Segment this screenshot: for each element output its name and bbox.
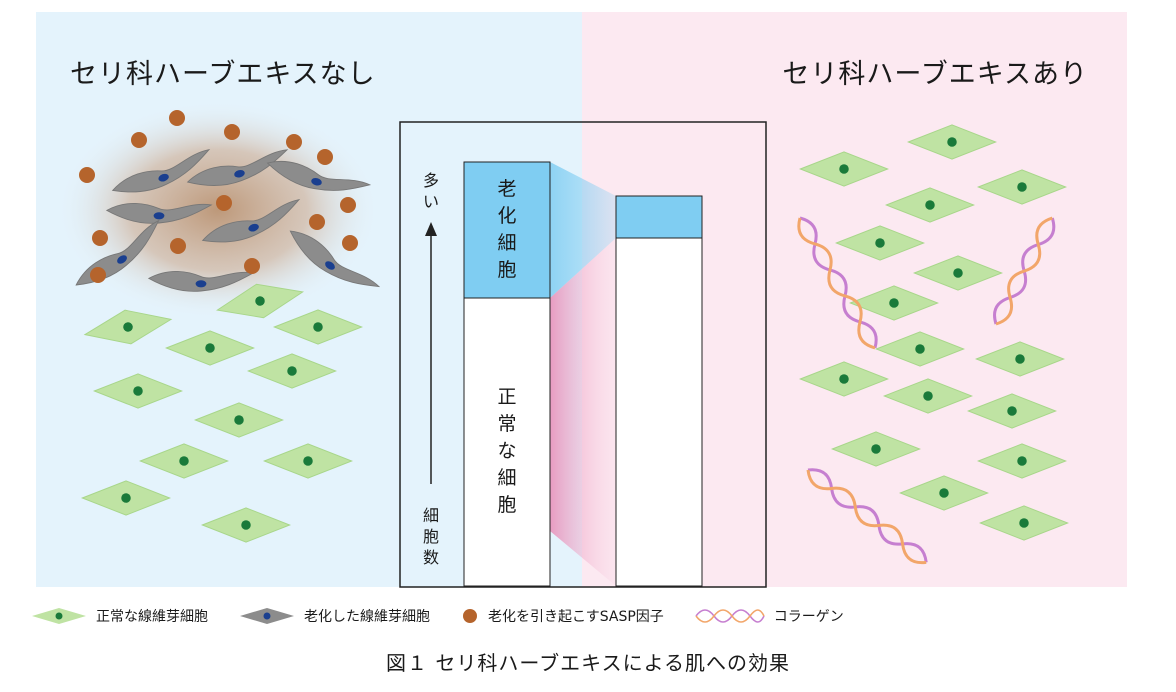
collagen-helix bbox=[993, 216, 1056, 326]
sasp-factors bbox=[79, 110, 358, 283]
normal-connector bbox=[550, 238, 616, 586]
bar-left-normal bbox=[463, 297, 551, 587]
bar-right-normal bbox=[615, 237, 703, 587]
chart-frame bbox=[399, 121, 767, 588]
legend-collagen: コラーゲン bbox=[694, 606, 844, 626]
sasp-dot bbox=[244, 258, 260, 274]
legend-aged-cell: 老化した線維芽細胞 bbox=[238, 606, 430, 626]
legend-sasp: 老化を引き起こすSASP因子 bbox=[460, 606, 664, 626]
legend-normal-cell: 正常な線維芽細胞 bbox=[30, 606, 208, 626]
bar-right-aging bbox=[615, 195, 703, 239]
cell-count-chart bbox=[399, 121, 767, 588]
sasp-dot bbox=[92, 230, 108, 246]
legend-collagen-label: コラーゲン bbox=[773, 609, 844, 625]
sasp-dot bbox=[342, 235, 358, 251]
sasp-dot bbox=[170, 238, 186, 254]
aged-cell-icon bbox=[240, 608, 294, 624]
collagen-helix bbox=[806, 468, 928, 565]
sasp-haze bbox=[56, 100, 380, 320]
collagen-icon bbox=[695, 609, 765, 623]
normal-cell-icon bbox=[32, 608, 86, 624]
sasp-dot bbox=[216, 195, 232, 211]
axis-arrow bbox=[425, 222, 437, 236]
collagen-fibers bbox=[797, 216, 1056, 565]
right-panel-title: セリ科ハーブエキスあり bbox=[782, 59, 1088, 90]
sasp-dot bbox=[340, 197, 356, 213]
sasp-dot bbox=[131, 132, 147, 148]
legend-normal-label: 正常な線維芽細胞 bbox=[96, 609, 208, 625]
legend-sasp-label: 老化を引き起こすSASP因子 bbox=[488, 609, 664, 625]
legend: 正常な線維芽細胞 老化した線維芽細胞 老化を引き起こすSASP因子 コラーゲン bbox=[30, 606, 874, 626]
bar-left-aging bbox=[463, 161, 551, 299]
sasp-dot bbox=[169, 110, 185, 126]
axis-bottom-label: 細胞数 bbox=[422, 506, 439, 567]
sasp-icon bbox=[463, 609, 477, 623]
sasp-dot bbox=[224, 124, 240, 140]
normal-cell-label: 正常な細胞 bbox=[497, 386, 517, 516]
sasp-dot bbox=[79, 167, 95, 183]
left-panel-title: セリ科ハーブエキスなし bbox=[70, 59, 376, 90]
aging-connector bbox=[550, 162, 616, 298]
sasp-dot bbox=[286, 134, 302, 150]
figure-caption: 図１ セリ科ハーブエキスによる肌への効果 bbox=[386, 651, 790, 675]
legend-aged-label: 老化した線維芽細胞 bbox=[304, 609, 430, 625]
sasp-dot bbox=[309, 214, 325, 230]
aging-cell-label: 老化細胞 bbox=[497, 178, 517, 281]
sasp-dot bbox=[90, 267, 106, 283]
axis-top-label: 多い bbox=[422, 171, 439, 211]
collagen-helix bbox=[797, 216, 878, 350]
sasp-dot bbox=[317, 149, 333, 165]
